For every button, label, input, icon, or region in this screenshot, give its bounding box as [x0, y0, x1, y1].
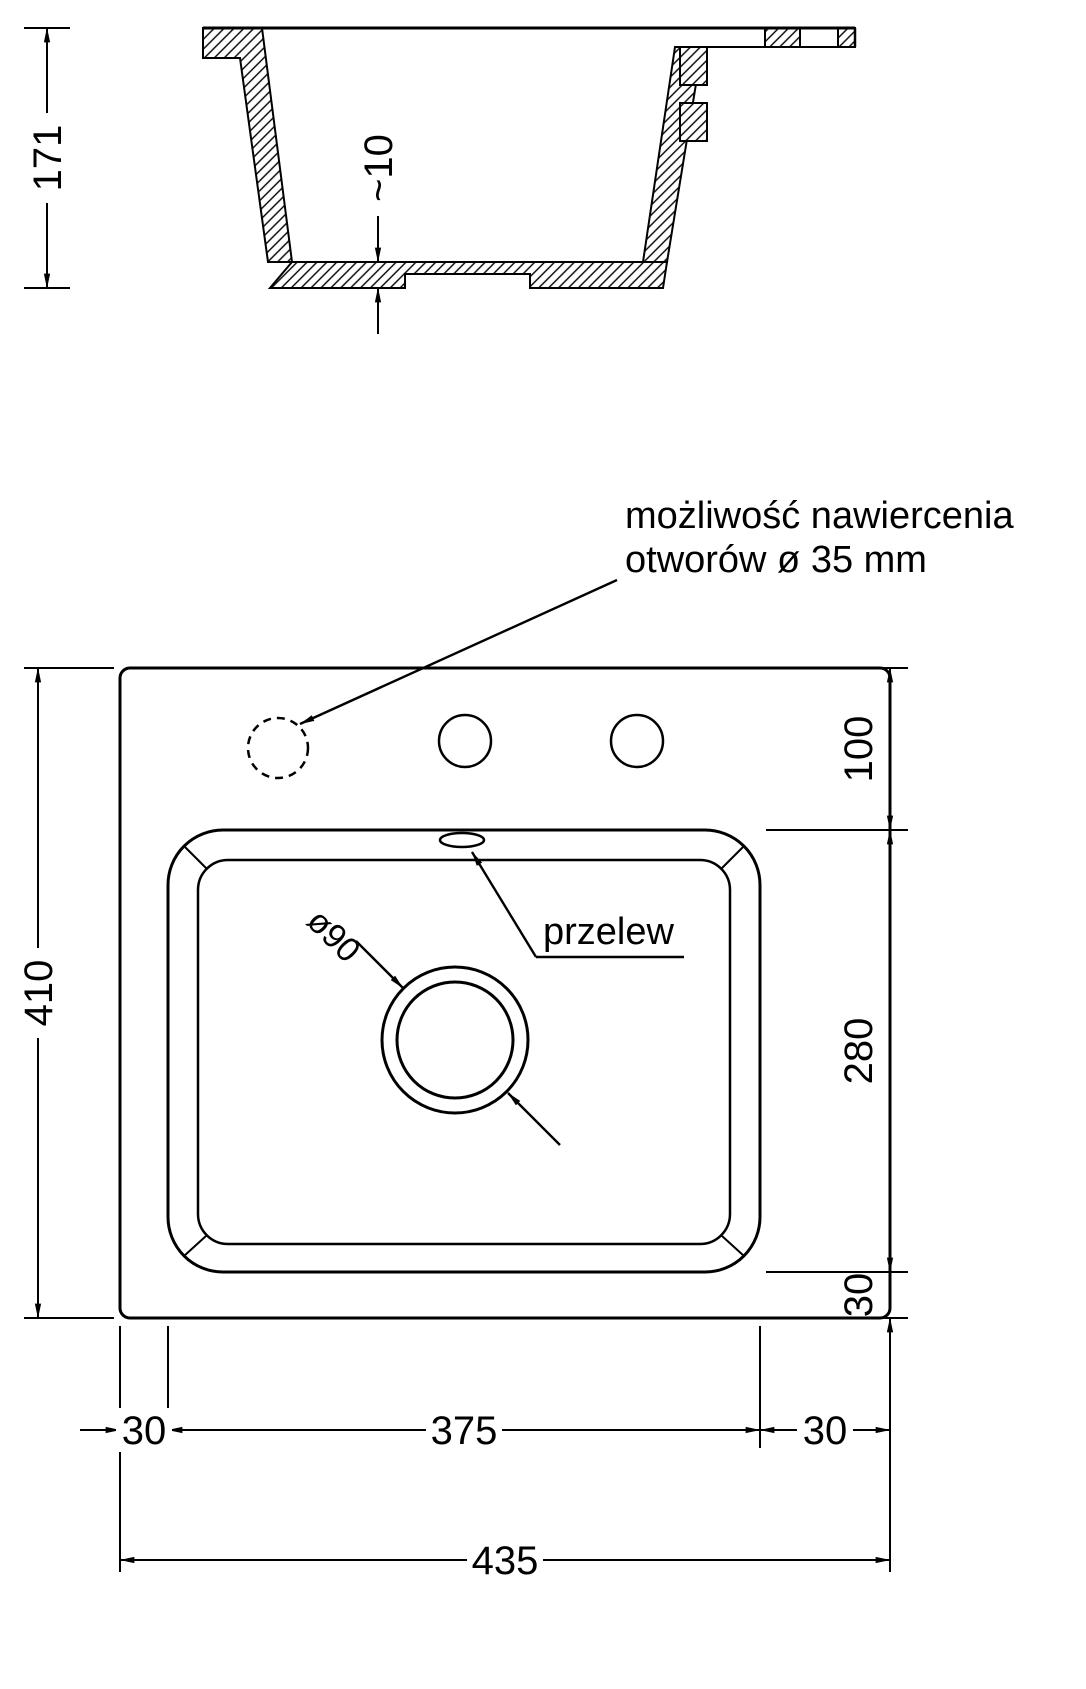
dim-171-label: 171 — [26, 113, 70, 203]
basin-top-edge — [166, 828, 762, 1274]
dim-435-text: 435 — [472, 1539, 539, 1583]
dim-435-label-bg — [467, 1538, 543, 1582]
dim-410-label-bg — [21, 948, 55, 1038]
section-deck-wall-upper — [679, 46, 708, 86]
drain-diameter-text: ø90 — [299, 902, 367, 970]
dim-171-text: 171 — [26, 125, 70, 192]
basin-corner-bl — [183, 1235, 207, 1257]
dim-30-left-label-bg — [116, 1408, 172, 1452]
dim-30-bottom-right-text: 30 — [837, 1273, 881, 1318]
basin-corner-tl — [183, 845, 207, 869]
faucet-hole-right — [609, 713, 665, 769]
section-bottom-shell — [267, 261, 669, 289]
drain-outer-circle — [380, 965, 530, 1115]
dim-375-text: 375 — [431, 1409, 498, 1453]
faucet-hole-left — [437, 713, 493, 769]
dim-410-text: 410 — [17, 960, 61, 1027]
basin-corner-tr — [721, 845, 745, 869]
overflow-leader-arrow — [470, 851, 538, 958]
dim-171-label-bg — [30, 113, 64, 203]
plan-view: możliwość nawiercenia otworów ø 35 mm pr… — [118, 495, 1014, 1320]
section-deck-wall-lower — [679, 102, 708, 142]
dim-30-right-text: 30 — [803, 1409, 848, 1453]
basin-bottom-edge — [196, 858, 732, 1246]
overflow-slot — [438, 831, 486, 849]
drill-note-line2: otworów ø 35 mm — [625, 539, 927, 581]
overflow-label: przelew — [543, 911, 674, 953]
dim-10-text: ~10 — [357, 134, 401, 202]
plan-dimensions: 410 100 280 30 30 375 30 — [17, 667, 908, 1583]
drain-diameter-arrow-upper — [355, 940, 404, 989]
drill-note-line1: możliwość nawiercenia — [625, 495, 1014, 537]
optional-hole-dashed-circle — [246, 716, 310, 780]
dim-280-text: 280 — [837, 1018, 881, 1085]
dim-30-left-text: 30 — [122, 1409, 167, 1453]
dim-10-label-bg — [361, 120, 395, 216]
dim-10-label: ~10 — [357, 120, 401, 216]
dim-410-label: 410 — [17, 948, 61, 1038]
dim-100-text: 100 — [837, 716, 881, 783]
section-left-wall — [202, 27, 294, 263]
drill-note-leader-arrow — [299, 578, 618, 726]
basin-corner-br — [721, 1235, 745, 1257]
dim-30-right-label-bg — [797, 1408, 853, 1452]
dim-30-bottom-right-label: 30 — [837, 1273, 881, 1318]
drain-diameter-label: ø90 — [299, 902, 367, 970]
dim-375-label-bg — [426, 1408, 502, 1452]
sink-outer-outline — [118, 666, 892, 1320]
drain-inner-circle — [395, 980, 515, 1100]
dim-100-label: 100 — [837, 716, 881, 783]
section-deck-hatch-mid — [764, 27, 801, 48]
section-deck-hatch-end — [837, 27, 856, 48]
drain-diameter-arrow-lower — [507, 1092, 561, 1146]
dim-280-label: 280 — [837, 1018, 881, 1085]
section-view: 171 ~10 — [24, 26, 857, 334]
